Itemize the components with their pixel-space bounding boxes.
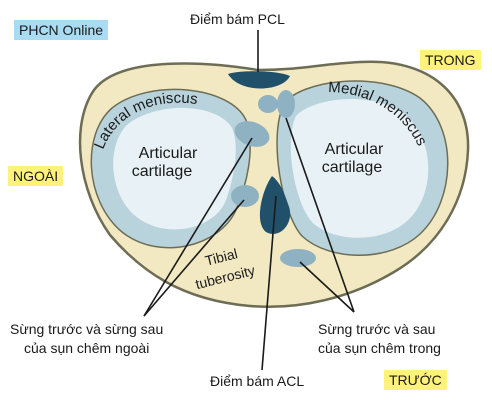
direction-outer: NGOÀI: [8, 166, 64, 186]
direction-front: TRƯỚC: [384, 370, 447, 390]
right-articular-label-2: cartilage: [322, 159, 383, 176]
lateral-anterior-horn: [231, 185, 259, 207]
lateral-horns-label-2: của sụn chêm ngoài: [24, 340, 150, 356]
medial-anterior-horn: [280, 249, 316, 267]
pcl-attachment: [228, 71, 290, 89]
pcl-label: Điểm bám PCL: [190, 11, 285, 27]
medial-horns-label-1: Sừng trước và sau: [318, 321, 436, 337]
lateral-horn-pointer-1: [143, 137, 253, 317]
tibial-tuberosity-label-1: Tibial: [203, 245, 239, 268]
lateral-articular-cartilage: [113, 107, 236, 230]
acl-label: Điểm bám ACL: [210, 373, 305, 389]
medial-articular-cartilage: [290, 99, 429, 238]
mid-posterior-attachment: [258, 95, 278, 113]
medial-horn-pointer-1: [285, 117, 355, 313]
medial-posterior-horn: [277, 90, 295, 118]
left-articular-label-1: Articular: [139, 145, 198, 162]
acl-pointer: [261, 195, 277, 371]
left-articular-label-2: cartilage: [132, 163, 193, 180]
pointer-lines: [143, 30, 355, 371]
lateral-posterior-horn: [234, 121, 270, 147]
medial-horn-pointer-2: [299, 261, 355, 313]
lateral-horns-label-1: Sừng trước và sừng sau: [10, 321, 164, 337]
brand-badge: PHCN Online: [14, 20, 109, 40]
medial-horns-label-2: của sụn chêm trong: [318, 340, 441, 356]
right-articular-label-1: Articular: [325, 141, 384, 158]
direction-inner: TRONG: [420, 50, 481, 70]
lateral-horn-pointer-2: [143, 199, 245, 317]
